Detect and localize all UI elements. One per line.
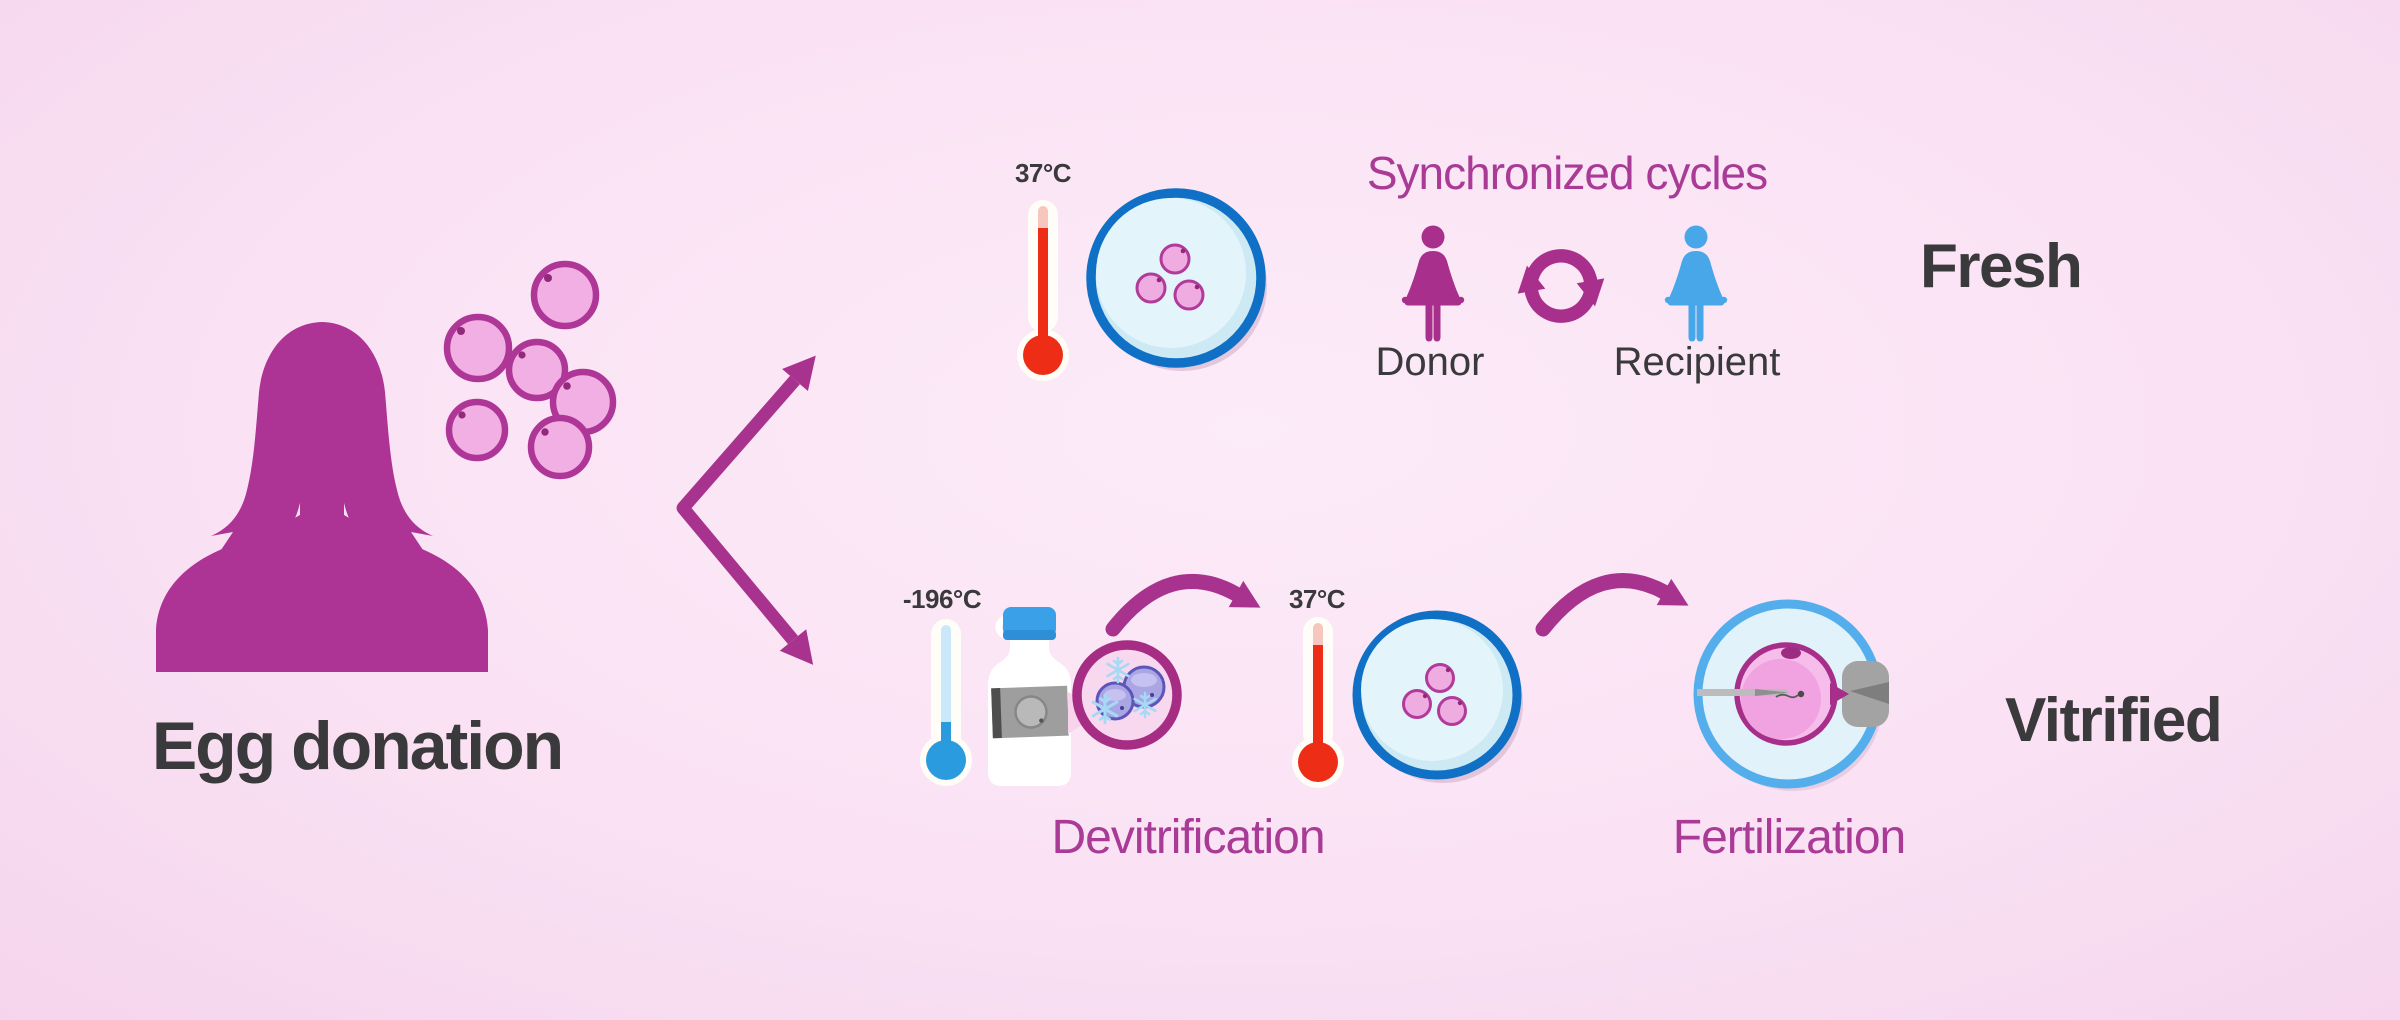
- frozen-eggs-circle: [1068, 640, 1182, 750]
- storage-temperature-label: -196°C: [902, 584, 982, 614]
- injection-needle-icon: [1697, 689, 1805, 699]
- arrow-down-icon: [779, 629, 814, 665]
- tank-label: [991, 685, 1069, 739]
- curved-arrow-icon: [1105, 574, 1261, 637]
- dish-egg: [1425, 663, 1455, 693]
- silhouette-hair: [211, 322, 433, 558]
- thermometer-warm-icon: [1017, 200, 1069, 381]
- cryo-tank-icon: [988, 607, 1071, 786]
- devitrification-label: Devitrification: [1051, 811, 1325, 864]
- egg-cell: [530, 260, 600, 330]
- thermometer-cold-icon: [920, 619, 972, 786]
- egg-cell: [527, 414, 593, 480]
- donor-woman-silhouette: [156, 322, 488, 672]
- donor-icon: [1401, 225, 1465, 342]
- curved-arrow-icon: [1535, 573, 1689, 637]
- synchronized-cycles-heading: Synchronized cycles: [1366, 147, 1768, 199]
- dish-egg: [1437, 696, 1467, 726]
- dish-egg: [1159, 243, 1191, 275]
- sync-cycles-icon: [1513, 256, 1609, 316]
- recipient-label: Recipient: [1613, 340, 1781, 384]
- dish-egg: [1173, 279, 1205, 311]
- egg-cluster: [443, 260, 617, 480]
- petri-dish-vitrified: [1352, 610, 1523, 783]
- branch-arrows: [676, 355, 816, 665]
- egg-cell: [505, 338, 569, 402]
- vitrified-result-label: Vitrified: [2005, 686, 2223, 755]
- silhouette-shoulders: [156, 470, 488, 672]
- fertilization-icsi-icon: [1693, 599, 1889, 791]
- dish-egg: [1402, 689, 1432, 719]
- dish-egg: [1135, 272, 1167, 304]
- thermometer-warm2-icon: [1292, 617, 1344, 788]
- holding-pipette-icon: [1842, 661, 1889, 727]
- warm-temperature-label: 37°C: [1288, 584, 1346, 614]
- fresh-result-label: Fresh: [1920, 232, 2083, 301]
- fresh-temperature-label: 37°C: [1014, 158, 1072, 188]
- egg-cell: [445, 398, 509, 462]
- page-title: Egg donation: [151, 708, 564, 784]
- donor-label: Donor: [1375, 340, 1485, 384]
- egg-cell: [443, 313, 513, 383]
- petri-dish-fresh: [1086, 188, 1267, 371]
- recipient-icon: [1664, 225, 1728, 342]
- fertilization-label: Fertilization: [1672, 811, 1906, 864]
- arrow-up-icon: [782, 355, 816, 392]
